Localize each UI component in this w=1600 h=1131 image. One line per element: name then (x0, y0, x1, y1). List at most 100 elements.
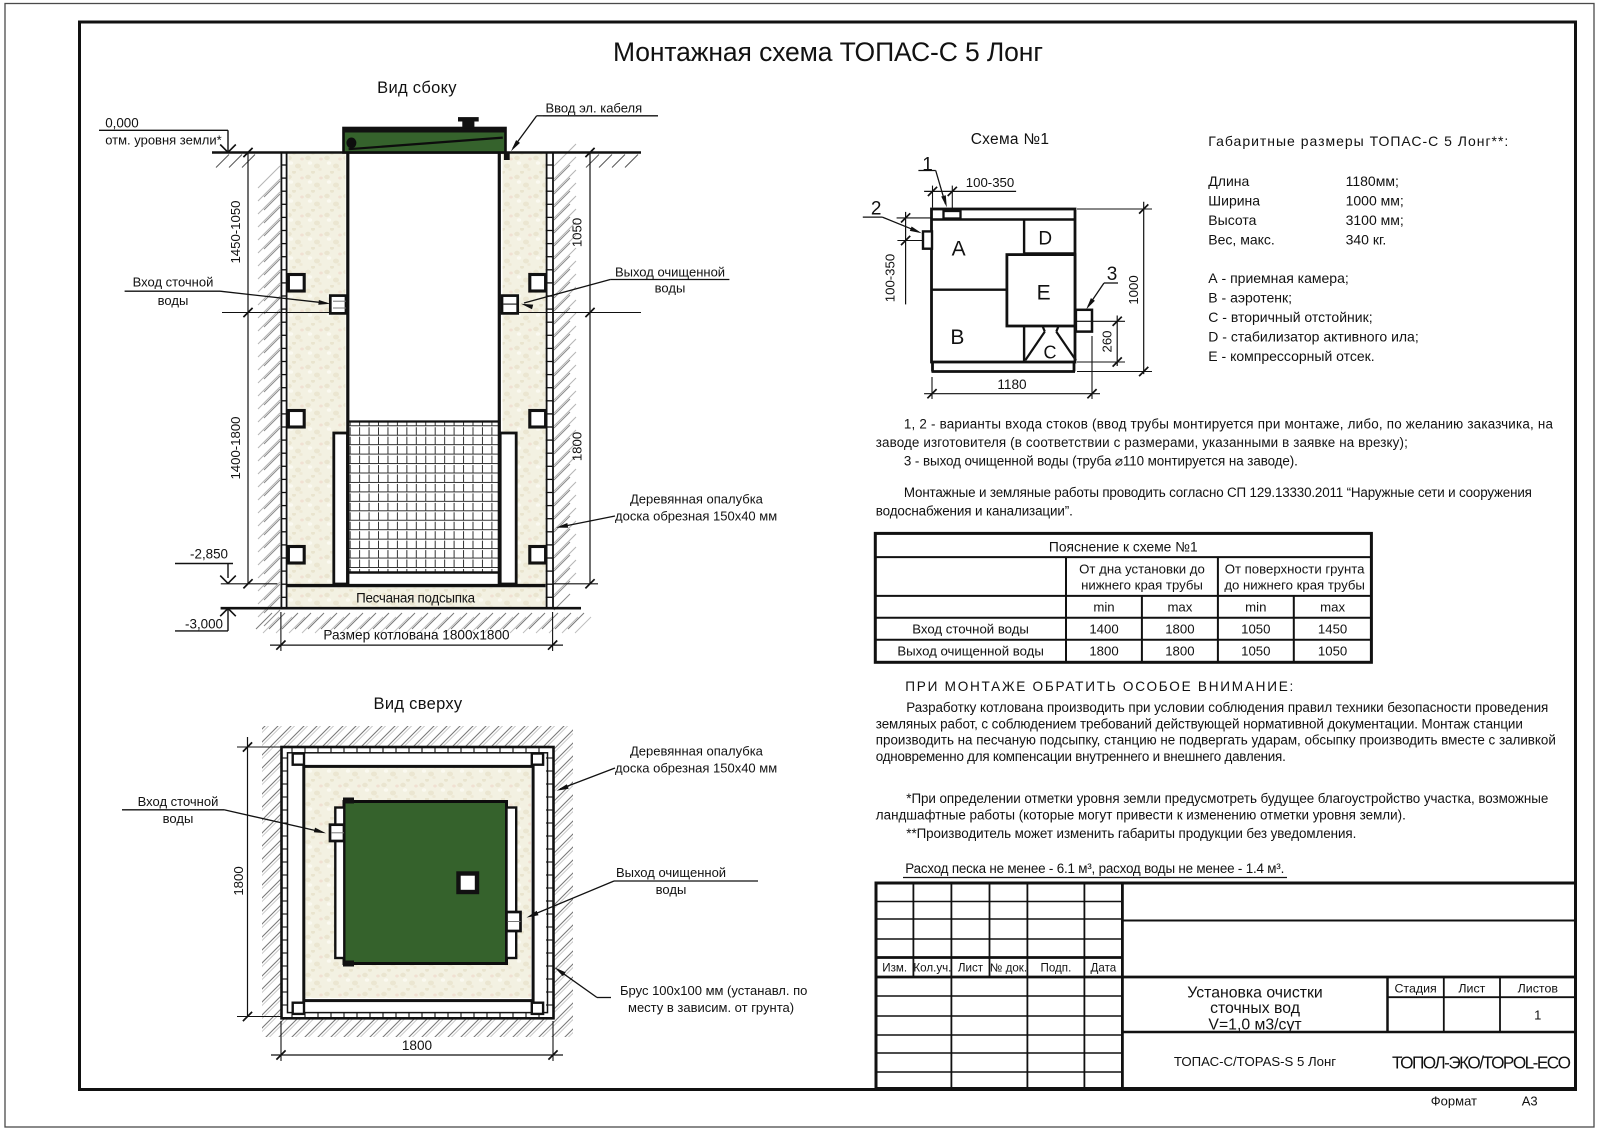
svg-text:Схема №1: Схема №1 (971, 131, 1050, 148)
svg-text:D: D (1038, 229, 1052, 250)
svg-text:min: min (1245, 600, 1266, 615)
svg-text:100-350: 100-350 (966, 175, 1014, 190)
svg-text:Высота: Высота (1208, 212, 1256, 228)
svg-text:1050: 1050 (1241, 644, 1270, 659)
svg-text:Выход очищенной: Выход очищенной (616, 865, 726, 880)
svg-text:3: 3 (1107, 264, 1118, 285)
svg-text:V=1,0 м3/сут: V=1,0 м3/сут (1208, 1017, 1301, 1034)
svg-text:Ввод эл. кабеля: Ввод эл. кабеля (546, 101, 643, 116)
svg-text:1000: 1000 (1126, 275, 1141, 304)
svg-text:Листов: Листов (1518, 982, 1559, 996)
svg-text:A: A (952, 238, 966, 261)
svg-text:А3: А3 (1522, 1094, 1538, 1109)
svg-text:1800: 1800 (402, 1038, 433, 1053)
svg-text:260: 260 (1100, 330, 1115, 352)
svg-text:1050: 1050 (570, 218, 585, 247)
svg-text:воды: воды (655, 281, 686, 296)
svg-text:1000 мм;: 1000 мм; (1346, 193, 1404, 209)
svg-text:B: B (950, 326, 964, 349)
svg-text:1450-1050: 1450-1050 (228, 200, 243, 263)
svg-text:1180: 1180 (997, 377, 1027, 392)
svg-text:до нижнего края трубы: до нижнего края трубы (1224, 578, 1365, 593)
svg-text:отм. уровня земли*: отм. уровня земли* (105, 133, 222, 148)
svg-text:max: max (1167, 600, 1192, 615)
svg-text:нижнего края трубы: нижнего края трубы (1081, 578, 1203, 593)
svg-text:3100 мм;: 3100 мм; (1346, 212, 1404, 228)
svg-text:-2,850: -2,850 (190, 547, 228, 562)
svg-text:От дна установки до: От дна установки до (1079, 562, 1205, 577)
svg-text:ТОПОЛ-ЭКО/TOPOL-ECO: ТОПОЛ-ЭКО/TOPOL-ECO (1392, 1053, 1571, 1073)
svg-text:Вход сточной: Вход сточной (138, 794, 219, 809)
svg-text:1800: 1800 (570, 432, 585, 461)
svg-text:Е - компрессорный отсек.: Е - компрессорный отсек. (1208, 348, 1374, 364)
svg-text:ландшафтные работы (которые мо: ландшафтные работы (которые могут привес… (876, 808, 1406, 823)
svg-text:Песчаная подсыпка: Песчаная подсыпка (356, 590, 476, 605)
svg-text:**Производитель может изменить: **Производитель может изменить габариты … (906, 826, 1356, 841)
svg-text:1800: 1800 (231, 866, 246, 895)
svg-text:доска обрезная 150х40 мм: доска обрезная 150х40 мм (615, 509, 777, 524)
svg-text:Вид сверху: Вид сверху (374, 695, 463, 713)
svg-text:Размер котлована 1800х1800: Размер котлована 1800х1800 (323, 628, 510, 643)
svg-text:воды: воды (656, 882, 687, 897)
svg-text:Стадия: Стадия (1394, 982, 1436, 996)
svg-text:Ширина: Ширина (1208, 193, 1260, 209)
svg-text:Деревянная опалубка: Деревянная опалубка (630, 492, 764, 507)
svg-text:D - стабилизатор активного ила: D - стабилизатор активного ила; (1208, 329, 1418, 345)
svg-text:1: 1 (1534, 1008, 1541, 1023)
svg-text:Монтажная схема ТОПАС-С 5 Лонг: Монтажная схема ТОПАС-С 5 Лонг (613, 37, 1043, 67)
svg-text:1: 1 (922, 155, 933, 176)
svg-text:Пояснение к схеме №1: Пояснение к схеме №1 (1049, 540, 1198, 555)
svg-text:Кол.уч.: Кол.уч. (913, 962, 951, 975)
svg-text:воды: воды (163, 811, 194, 826)
svg-text:Монтажные и земляные работы пр: Монтажные и земляные работы проводить со… (904, 485, 1532, 500)
svg-text:3 - выход очищенной воды (труб: 3 - выход очищенной воды (труба ⌀110 мон… (904, 454, 1298, 469)
svg-text:месту в зависим. от грунта): месту в зависим. от грунта) (628, 1000, 794, 1015)
svg-text:1050: 1050 (1318, 644, 1347, 659)
svg-text:Деревянная опалубка: Деревянная опалубка (630, 744, 764, 759)
svg-text:max: max (1320, 600, 1345, 615)
svg-text:1, 2 - варианты входа стоков: 1, 2 - варианты входа стоков (ввод трубы… (904, 417, 1554, 432)
svg-text:Дата: Дата (1091, 962, 1117, 975)
svg-text:Вход сточной: Вход сточной (133, 275, 214, 290)
svg-text:Габаритные размеры ТОПАС-С 5 Л: Габаритные размеры ТОПАС-С 5 Лонг**: (1208, 133, 1508, 149)
svg-text:Подп.: Подп. (1041, 962, 1072, 975)
svg-text:№ док.: № док. (990, 962, 1027, 975)
svg-text:1800: 1800 (1165, 644, 1194, 659)
svg-text:Выход очищенной: Выход очищенной (615, 265, 725, 280)
svg-text:1800: 1800 (1165, 622, 1194, 637)
svg-text:Длина: Длина (1208, 173, 1249, 189)
svg-text:*При определении отметки уровн: *При определении отметки уровня земли пр… (906, 791, 1548, 806)
svg-text:доска обрезная 150х40 мм: доска обрезная 150х40 мм (615, 761, 777, 776)
svg-text:производить на песчаную подсып: производить на песчаную подсыпку, станци… (876, 733, 1556, 748)
svg-text:земляных работ, с соблюдением: земляных работ, с соблюдением требований… (876, 716, 1523, 731)
svg-text:1050: 1050 (1241, 622, 1270, 637)
svg-text:Вход сточной воды: Вход сточной воды (912, 622, 1029, 637)
svg-text:А - приемная камера;: А - приемная камера; (1208, 270, 1348, 286)
svg-text:min: min (1093, 600, 1114, 615)
svg-text:От поверхности грунта: От поверхности грунта (1225, 562, 1365, 577)
svg-text:водоснабжения и канализации”.: водоснабжения и канализации”. (876, 504, 1073, 519)
svg-text:Лист: Лист (958, 962, 984, 975)
svg-text:100-350: 100-350 (883, 254, 898, 302)
svg-text:0,000: 0,000 (105, 115, 139, 130)
svg-text:2: 2 (871, 199, 882, 220)
svg-text:Формат: Формат (1431, 1094, 1477, 1109)
svg-text:Брус 100х100 мм (устанавл. по: Брус 100х100 мм (устанавл. по (620, 983, 807, 998)
svg-text:заводе изготовителя (в соответ: заводе изготовителя (в соответствии с ра… (876, 435, 1408, 450)
svg-text:1450: 1450 (1318, 622, 1347, 637)
svg-text:Установка очистки: Установка очистки (1187, 985, 1322, 1002)
svg-text:Разработку котлована производи: Разработку котлована производить при усл… (906, 700, 1548, 715)
svg-text:воды: воды (158, 293, 189, 308)
svg-text:-3,000: -3,000 (185, 616, 223, 631)
svg-text:340 кг.: 340 кг. (1346, 232, 1387, 248)
svg-text:1400-1800: 1400-1800 (228, 416, 243, 479)
svg-text:Выход очищенной воды: Выход очищенной воды (897, 644, 1043, 659)
svg-text:Вес, макс.: Вес, макс. (1208, 232, 1275, 248)
svg-text:С - вторичный отстойник;: С - вторичный отстойник; (1208, 309, 1372, 325)
svg-text:1800: 1800 (1089, 644, 1118, 659)
svg-text:E: E (1037, 282, 1051, 305)
svg-text:ПРИ МОНТАЖЕ ОБРАТИТЬ ОСОБОЕ ВН: ПРИ МОНТАЖЕ ОБРАТИТЬ ОСОБОЕ ВНИМАНИЕ: (905, 679, 1293, 694)
svg-text:Лист: Лист (1458, 982, 1485, 996)
svg-text:Вид сбоку: Вид сбоку (377, 79, 457, 97)
svg-text:C: C (1044, 343, 1057, 363)
